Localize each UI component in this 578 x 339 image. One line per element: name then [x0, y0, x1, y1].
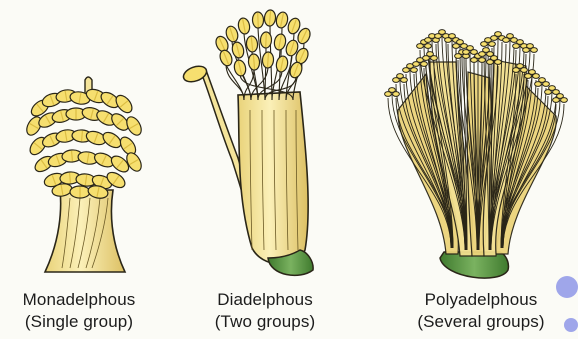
polyadelphous-anther	[521, 68, 528, 73]
diadelphous-anther	[260, 32, 272, 48]
polyadelphous-anther	[543, 82, 550, 87]
monadelphous-illustration	[24, 77, 144, 272]
diadelphous-anther	[262, 52, 274, 69]
polyadelphous-anther	[431, 56, 438, 61]
diadelphous-anther	[264, 10, 276, 27]
polyadelphous-illustration	[385, 30, 568, 278]
polyadelphous-anther	[421, 62, 428, 67]
polyadelphous-anther	[479, 58, 486, 63]
diadelphous-anther	[252, 12, 264, 28]
decorative-dot-small	[564, 318, 578, 332]
polyadelphous-anther	[401, 78, 408, 83]
diadelphous-anther	[246, 35, 259, 52]
polyadelphous-anther	[411, 68, 418, 73]
monadelphous-description: (Single group)	[0, 311, 158, 333]
monadelphous-caption: Monadelphous (Single group)	[0, 289, 158, 333]
diadelphous-caption: Diadelphous (Two groups)	[195, 289, 335, 333]
diadelphous-label: Diadelphous	[195, 289, 335, 311]
polyadelphous-anther	[393, 92, 400, 97]
polyadelphous-anther	[533, 74, 540, 79]
decorative-dot-large	[556, 276, 578, 298]
diadelphous-anther	[218, 49, 234, 68]
polyadelphous-anther	[561, 98, 568, 103]
monadelphous-anther	[70, 186, 90, 198]
diadelphous-anther	[248, 54, 260, 71]
monadelphous-filament-tube	[45, 190, 125, 272]
polyadelphous-anther	[489, 42, 496, 47]
polyadelphous-anther	[531, 48, 538, 53]
diadelphous-anther	[273, 33, 287, 51]
monadelphous-anther	[124, 114, 144, 137]
diadelphous-description: (Two groups)	[195, 311, 335, 333]
polyadelphous-caption: Polyadelphous (Several groups)	[400, 289, 562, 333]
polyadelphous-anther	[495, 60, 502, 65]
monadelphous-label: Monadelphous	[0, 289, 158, 311]
diadelphous-anther	[237, 17, 251, 35]
diadelphous-anther	[231, 41, 246, 59]
polyadelphous-description: (Several groups)	[400, 311, 562, 333]
diadelphous-anther	[275, 11, 289, 29]
polyadelphous-label: Polyadelphous	[400, 289, 562, 311]
polyadelphous-anther	[425, 44, 432, 49]
diadelphous-illustration	[181, 10, 313, 276]
diadelphous-anther	[233, 59, 247, 77]
